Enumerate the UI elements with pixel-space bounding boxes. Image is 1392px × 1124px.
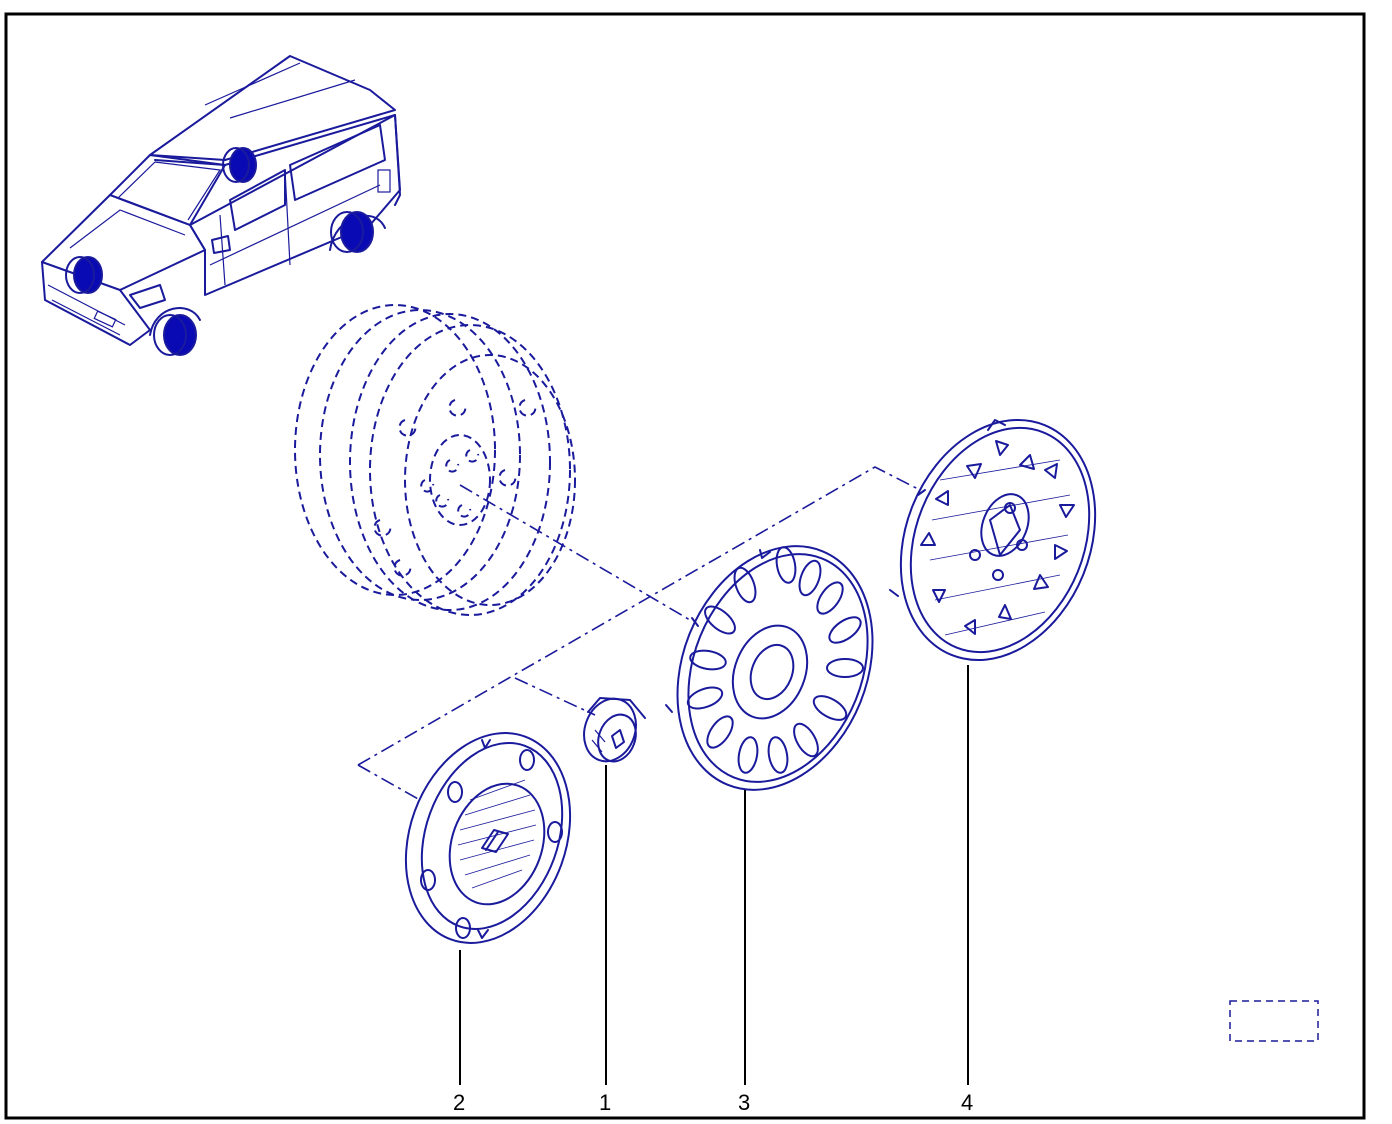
- highlighted-wheel-front-right: [163, 314, 197, 356]
- legend-placeholder-box: [1229, 1000, 1319, 1042]
- callout-label-2: 2: [453, 1090, 465, 1115]
- assembly-centre-lines: [357, 466, 921, 801]
- vehicle-locator-van: [41, 55, 401, 356]
- part-1-centre-cap: [583, 697, 646, 763]
- steel-wheel-rim-dashed: [294, 304, 576, 616]
- diagram-frame: [4, 12, 1366, 1120]
- callout-label-1: 1: [599, 1090, 611, 1115]
- callout-leader-lines: [459, 665, 969, 1085]
- highlighted-wheel-rear-right: [340, 211, 374, 253]
- part-4-wheel-trim: [889, 418, 1097, 662]
- highlighted-wheel-front-left: [73, 256, 103, 294]
- part-2-hub-cap: [404, 732, 572, 944]
- callout-label-4: 4: [961, 1090, 973, 1115]
- highlighted-wheel-rear-left: [229, 147, 257, 183]
- callout-label-3: 3: [738, 1090, 750, 1115]
- part-3-wheel-trim: [665, 545, 874, 791]
